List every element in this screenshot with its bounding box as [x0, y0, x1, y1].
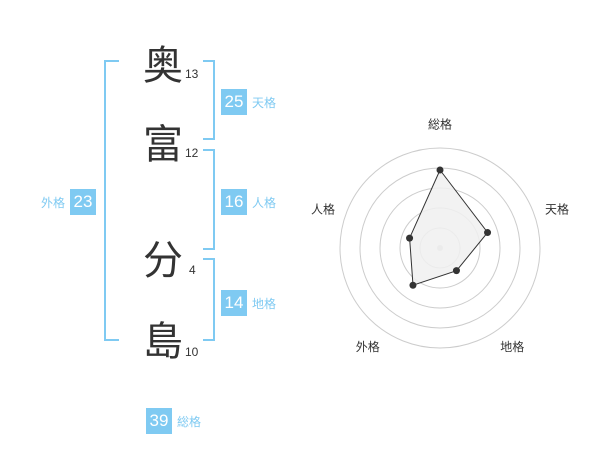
- radar-point-5: [406, 234, 414, 242]
- radar-axis-label-3: 地格: [500, 339, 524, 354]
- radar-point-2: [484, 229, 492, 237]
- name-char-4: 島: [143, 319, 183, 365]
- soukaku-score: 39 総格: [146, 408, 201, 434]
- tenkaku-score: 25 天格: [221, 89, 276, 115]
- radar-axis-label-1: 総格: [428, 117, 452, 132]
- tenkaku-value: 25: [221, 89, 247, 115]
- radar-axis-label-4: 外格: [356, 339, 380, 354]
- jinkaku-bracket: [203, 149, 215, 250]
- chikaku-score: 14 地格: [221, 290, 276, 316]
- radar-axis-label-2: 天格: [545, 201, 569, 216]
- gaikaku-score: 外格 23: [41, 189, 97, 215]
- tenkaku-bracket: [203, 60, 215, 140]
- gaikaku-label: 外格: [41, 195, 66, 210]
- gaikaku-bracket: [104, 60, 119, 341]
- jinkaku-value: 16: [221, 189, 247, 215]
- radar-point-3: [452, 267, 460, 275]
- radar-point-4: [409, 281, 417, 289]
- name-char-3: 分: [143, 238, 183, 284]
- chikaku-value: 14: [221, 290, 247, 316]
- stroke-count-4: 10: [185, 345, 199, 359]
- radar-points: [406, 166, 492, 289]
- soukaku-label: 総格: [177, 414, 202, 429]
- jinkaku-label: 人格: [252, 195, 277, 210]
- tenkaku-label: 天格: [252, 95, 277, 110]
- stroke-count-2: 12: [185, 146, 199, 160]
- jinkaku-score: 16 人格: [221, 189, 276, 215]
- radar-point-1: [436, 166, 444, 174]
- gaikaku-value: 23: [70, 189, 97, 215]
- name-char-2: 富: [143, 122, 183, 168]
- name-char-1: 奥: [143, 43, 183, 89]
- chikaku-label: 地格: [252, 296, 277, 311]
- chikaku-bracket: [203, 258, 215, 341]
- stroke-count-1: 13: [185, 67, 199, 81]
- radar-area: [409, 169, 489, 286]
- radar-axis-label-5: 人格: [311, 201, 335, 216]
- soukaku-value: 39: [146, 408, 172, 434]
- stroke-count-3: 4: [189, 263, 196, 277]
- radar-grid-ring: [339, 147, 541, 349]
